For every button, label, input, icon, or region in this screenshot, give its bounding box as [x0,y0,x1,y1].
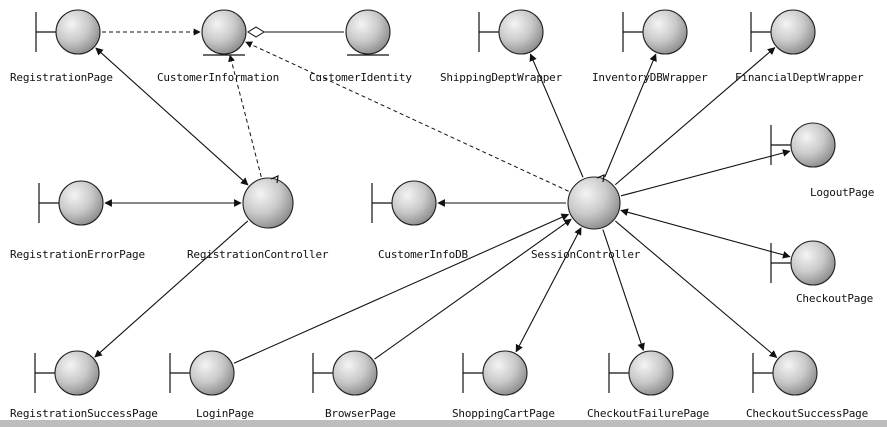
boundary-sphere-icon [772,350,818,396]
node-label-registration-error-page: RegistrationErrorPage [10,248,145,261]
edge-session-controller-to-logout-page [620,149,791,197]
node-label-financial-dept-wrapper: FinancialDeptWrapper [735,71,864,84]
boundary-sphere-icon [770,9,816,55]
control-sphere-icon [567,176,621,230]
footer-bar [0,420,887,427]
edge-session-controller-to-inventory-db-wrapper [604,53,657,178]
edge-session-controller-to-shopping-cart-page [515,227,582,353]
edge-session-controller-to-checkout-success-page [615,220,778,358]
boundary-sphere-icon [628,350,674,396]
node-label-checkout-success-page: CheckoutSuccessPage [746,407,868,420]
control-arrow-icon [270,175,279,184]
edge-browser-page-to-session-controller [374,218,572,360]
node-label-customer-info-db: CustomerInfoDB [378,248,468,261]
node-label-registration-controller: RegistrationController [187,248,329,261]
control-sphere-icon [242,177,294,229]
node-logout-page: LogoutPage [770,122,874,199]
node-financial-dept-wrapper: FinancialDeptWrapper [735,9,864,84]
node-registration-page: RegistrationPage [10,9,113,84]
node-label-login-page: LoginPage [196,407,254,420]
edge-registration-page-to-registration-controller [95,47,249,186]
node-shopping-cart-page: ShoppingCartPage [452,350,555,420]
node-label-registration-page: RegistrationPage [10,71,113,84]
edge-session-controller-to-checkout-page [620,208,791,259]
boundary-sphere-icon [391,180,437,226]
edge-session-controller-to-checkout-failure-page [602,229,645,351]
node-browser-page: BrowserPage [312,350,396,420]
boundary-sphere-icon [54,350,100,396]
edge-session-controller-to-financial-dept-wrapper [614,47,776,186]
node-registration-error-page: RegistrationErrorPage [10,180,145,261]
node-inventory-db-wrapper: InventoryDBWrapper [592,9,708,84]
boundary-sphere-icon [790,240,836,286]
boundary-sphere-icon [58,180,104,226]
boundary-sphere-icon [642,9,688,55]
boundary-sphere-icon [498,9,544,55]
node-session-controller: SessionController [531,174,641,261]
edges-layer [94,26,791,364]
node-checkout-success-page: CheckoutSuccessPage [746,350,868,420]
node-customer-information: CustomerInformation [157,9,279,84]
node-label-session-controller: SessionController [531,248,641,261]
node-label-shipping-dept-wrapper: ShippingDeptWrapper [440,71,563,84]
edge-login-page-to-session-controller [233,213,570,364]
node-label-logout-page: LogoutPage [810,186,874,199]
node-registration-controller: RegistrationController [187,175,329,261]
node-checkout-page: CheckoutPage [770,240,873,305]
node-label-registration-success-page: RegistrationSuccessPage [10,407,158,420]
node-login-page: LoginPage [169,350,254,420]
node-label-checkout-failure-page: CheckoutFailurePage [587,407,709,420]
node-customer-info-db: CustomerInfoDB [371,180,469,261]
node-label-customer-identity: CustomerIdentity [309,71,412,84]
node-label-checkout-page: CheckoutPage [796,292,873,305]
boundary-sphere-icon [55,9,101,55]
edge-session-controller-to-customer-information [245,41,569,192]
entity-sphere-icon [201,9,247,55]
entity-sphere-icon [345,9,391,55]
aggregation-diamond-icon [247,26,265,38]
boundary-sphere-icon [189,350,235,396]
node-label-shopping-cart-page: ShoppingCartPage [452,407,555,420]
edge-session-controller-to-shipping-dept-wrapper [529,53,584,178]
node-shipping-dept-wrapper: ShippingDeptWrapper [440,9,563,84]
node-label-customer-information: CustomerInformation [157,71,279,84]
node-checkout-failure-page: CheckoutFailurePage [587,350,709,420]
node-label-browser-page: BrowserPage [325,407,396,420]
node-customer-identity: CustomerIdentity [309,9,413,84]
boundary-sphere-icon [790,122,836,168]
boundary-sphere-icon [482,350,528,396]
control-arrow-icon [596,174,605,183]
node-registration-success-page: RegistrationSuccessPage [10,350,158,420]
boundary-sphere-icon [332,350,378,396]
node-label-inventory-db-wrapper: InventoryDBWrapper [592,71,708,84]
edge-registration-controller-to-registration-success-page [94,220,249,358]
